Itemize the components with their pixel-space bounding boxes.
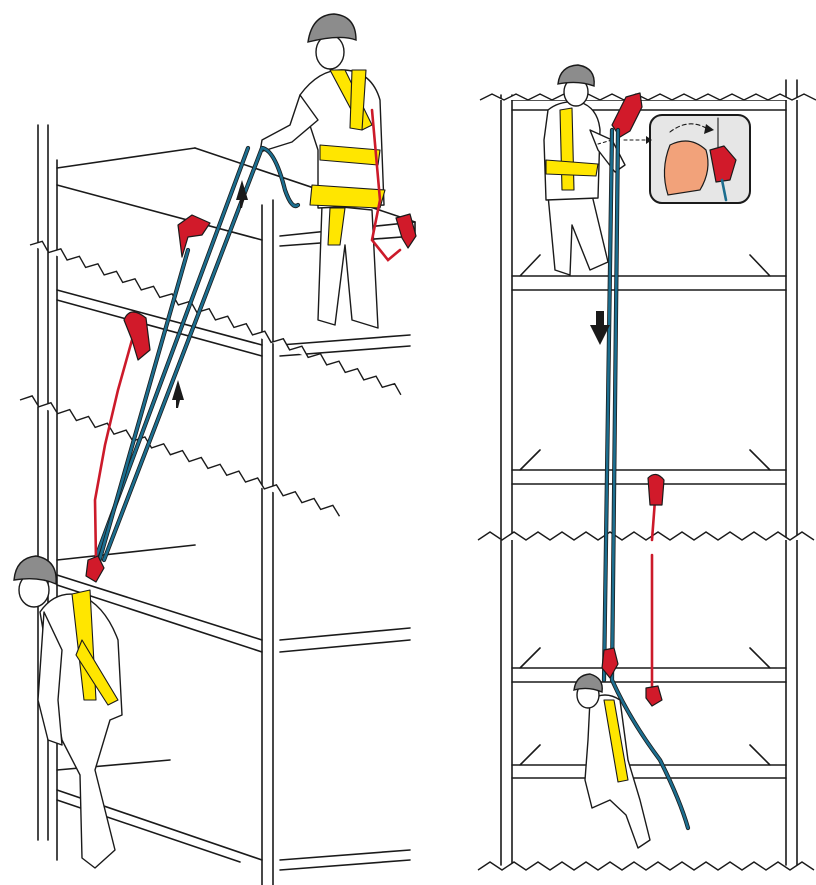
victim-left xyxy=(14,556,122,868)
carabiner-icon xyxy=(396,214,416,248)
rescuer-standing xyxy=(260,14,416,328)
helmet-icon xyxy=(308,14,356,42)
hand-operating-lever-icon xyxy=(664,141,708,195)
helmet-icon xyxy=(558,65,594,86)
carabiner-icon xyxy=(648,474,664,505)
left-ropes xyxy=(86,148,298,582)
direction-arrow-icon xyxy=(172,380,184,408)
right-break-lines xyxy=(478,94,816,870)
inset-hand-lever xyxy=(624,115,750,203)
victim-bottom-right xyxy=(574,674,650,848)
